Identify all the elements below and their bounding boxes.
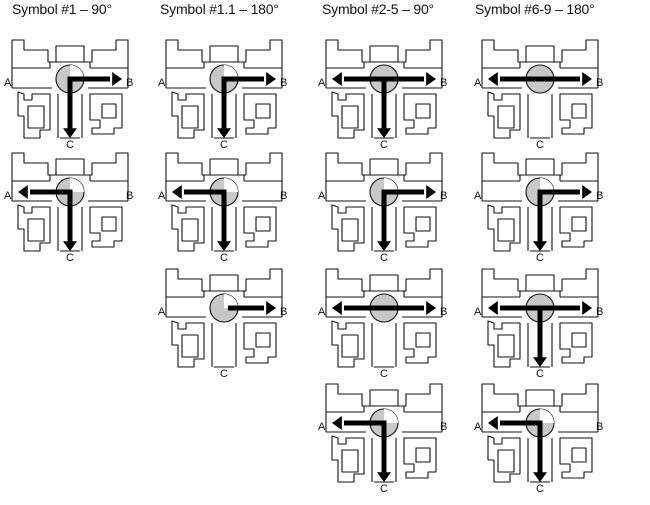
- valve-symbol-1-position-1: A B C: [4, 39, 133, 149]
- port-label-b: B: [280, 190, 287, 202]
- port-label-b: B: [596, 421, 603, 433]
- port-label-a: A: [318, 421, 326, 433]
- valve-symbol-4-position-1: A B C: [474, 39, 603, 149]
- port-label-b: B: [440, 190, 447, 202]
- column-title-2: Symbol #1.1 – 180°: [160, 1, 279, 17]
- port-label-b: B: [126, 190, 133, 202]
- port-label-c: C: [380, 252, 388, 262]
- valve-symbol-1-position-2: A B C: [4, 152, 133, 262]
- port-label-a: A: [158, 77, 166, 89]
- port-label-a: A: [318, 306, 326, 318]
- port-label-a: A: [318, 77, 326, 89]
- port-label-c: C: [380, 139, 388, 149]
- port-label-a: A: [4, 77, 12, 89]
- valve-symbol-3-position-3: A B C: [318, 268, 447, 378]
- port-label-a: A: [474, 306, 482, 318]
- port-label-c: C: [380, 368, 388, 378]
- valve-symbol-4-position-3: A B C: [474, 268, 603, 378]
- port-label-a: A: [474, 190, 482, 202]
- port-label-c: C: [66, 139, 74, 149]
- port-label-c: C: [536, 139, 544, 149]
- port-label-b: B: [440, 421, 447, 433]
- port-label-c: C: [220, 252, 228, 262]
- column-title-3: Symbol #2-5 – 90°: [322, 1, 434, 17]
- port-label-c: C: [66, 252, 74, 262]
- port-label-c: C: [380, 483, 388, 493]
- port-label-c: C: [536, 368, 544, 378]
- port-label-b: B: [126, 77, 133, 89]
- valve-symbol-4-position-4: A B C: [474, 383, 603, 493]
- port-label-b: B: [440, 77, 447, 89]
- port-label-c: C: [220, 368, 228, 378]
- valve-symbol-2-position-1: A B C: [158, 39, 287, 149]
- port-label-c: C: [536, 252, 544, 262]
- valve-symbol-3-position-1: A B C: [318, 39, 447, 149]
- port-label-b: B: [596, 77, 603, 89]
- port-label-c: C: [220, 139, 228, 149]
- port-label-a: A: [474, 421, 482, 433]
- valve-symbol-4-position-2: A B C: [474, 152, 603, 262]
- port-label-b: B: [440, 306, 447, 318]
- valve-symbol-2-position-3: A B C: [158, 268, 287, 378]
- port-label-a: A: [318, 190, 326, 202]
- valve-symbol-3-position-4: A B C: [318, 383, 447, 493]
- port-label-c: C: [536, 483, 544, 493]
- valve-symbol-3-position-2: A B C: [318, 152, 447, 262]
- port-label-b: B: [596, 306, 603, 318]
- port-label-b: B: [280, 77, 287, 89]
- column-title-4: Symbol #6-9 – 180°: [475, 1, 595, 17]
- port-label-b: B: [596, 190, 603, 202]
- port-label-a: A: [158, 190, 166, 202]
- port-label-a: A: [158, 306, 166, 318]
- valve-symbol-2-position-2: A B C: [158, 152, 287, 262]
- column-title-1: Symbol #1 – 90°: [12, 1, 112, 17]
- port-label-a: A: [474, 77, 482, 89]
- port-label-a: A: [4, 190, 12, 202]
- port-label-b: B: [280, 306, 287, 318]
